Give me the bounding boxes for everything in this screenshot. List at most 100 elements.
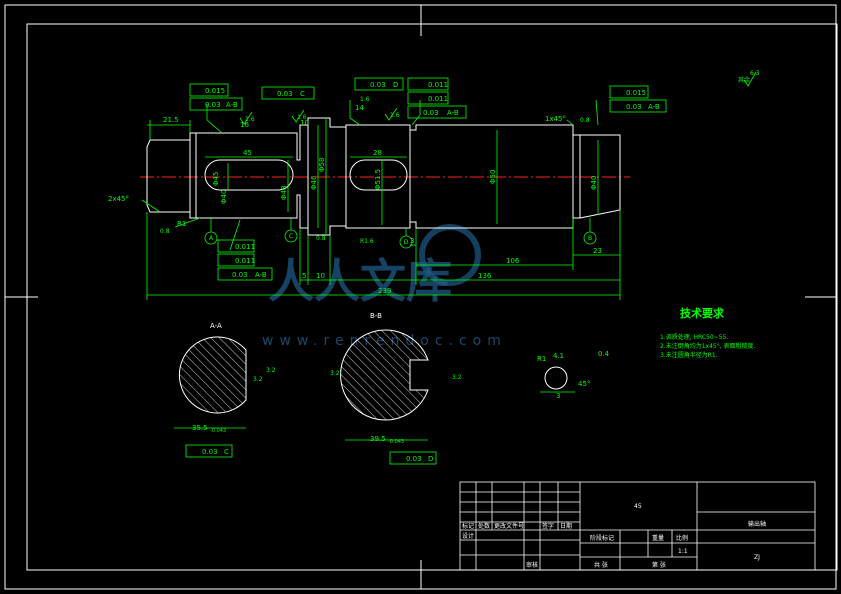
dim-dia40b: Φ40 bbox=[590, 176, 598, 190]
title-block-border bbox=[459, 481, 816, 571]
tol-0011-low: 0.011 bbox=[235, 257, 255, 265]
dimension-texts: 21.5 45 28 5 10 3 106 136 23 239 2x45° 1… bbox=[108, 104, 610, 445]
tb-material: 45 bbox=[634, 503, 642, 510]
dim-r1: R1 bbox=[177, 220, 186, 228]
tol-ab-right: 0.03 bbox=[626, 103, 642, 111]
section-aa-tol: 0.03 bbox=[202, 448, 218, 456]
section-bb-tol: 0.03 bbox=[406, 455, 422, 463]
notes-line-1: 1.调质处理, HRC50~55. bbox=[660, 333, 728, 341]
roughness-symbols bbox=[239, 71, 757, 125]
dim-45deg: 45° bbox=[578, 380, 590, 388]
section-aa-label: A-A bbox=[210, 322, 222, 330]
dim-dia45: Φ45 bbox=[212, 172, 220, 186]
dim-chamfer-left: 2x45° bbox=[108, 195, 129, 203]
detail-circle bbox=[544, 366, 568, 390]
tb-weight-label: 重量 bbox=[652, 534, 664, 542]
fcf-ab-right-box bbox=[609, 99, 667, 113]
tb-header-2: 更改文件号 bbox=[494, 522, 524, 530]
tb-drawing-no: ZJ bbox=[754, 554, 760, 561]
ra-symbol-b bbox=[291, 109, 305, 123]
section-aa-tol-ref: C bbox=[224, 448, 229, 456]
ra-16d: 1.6 bbox=[360, 96, 370, 103]
tol-c-ref: C bbox=[300, 90, 305, 98]
dim-136: 136 bbox=[478, 272, 492, 280]
leader-fcf-mid bbox=[349, 100, 361, 126]
num-10: 10 bbox=[300, 119, 309, 127]
tb-scale-label: 比例 bbox=[676, 534, 688, 542]
dim-355-tol: -0.043 bbox=[210, 428, 226, 434]
sheet-frame bbox=[4, 4, 838, 590]
tol-sym-left-ref: A-B bbox=[226, 101, 238, 109]
tol-c: 0.03 bbox=[277, 90, 293, 98]
dim-395: 39.5 bbox=[370, 435, 386, 443]
keyway-left bbox=[204, 159, 294, 191]
detail-view bbox=[540, 366, 575, 393]
watermark-ring bbox=[419, 224, 481, 286]
tb-sheets: 共 张 bbox=[594, 561, 608, 569]
datum-letters: A C D B bbox=[209, 233, 592, 246]
ra-16e: R1.6 bbox=[360, 238, 374, 245]
fcf-ab-mid-box bbox=[407, 105, 467, 119]
fcf-0011-low-box bbox=[217, 253, 255, 267]
ra-32b: 3.2 bbox=[253, 376, 263, 383]
leader-fcf-left bbox=[206, 104, 223, 134]
tol-ab-mid: 0.03 bbox=[423, 109, 439, 117]
tb-header-1: 处数 bbox=[478, 522, 490, 530]
tb-header-4: 日期 bbox=[560, 522, 572, 530]
fcf-c-box bbox=[261, 86, 315, 100]
notes-line-3: 3.未注圆角半径为R1. bbox=[660, 351, 718, 359]
tol-sym-left: 0.03 bbox=[205, 101, 221, 109]
section-bb-tol-ref: D bbox=[428, 455, 433, 463]
technical-notes: 技术要求 1.调质处理, HRC50~55. 2.未注倒角均为1x45°, 表面… bbox=[660, 306, 756, 359]
section-aa: A-A 0.03 C bbox=[174, 322, 247, 458]
leader-fcf-cyl bbox=[411, 100, 421, 126]
dim-r1b: R1 bbox=[537, 355, 546, 363]
notes-heading: 技术要求 bbox=[680, 306, 725, 320]
fcf-0015-right-box bbox=[609, 85, 649, 99]
fcf-d-box bbox=[354, 77, 404, 91]
datum-d: D bbox=[404, 239, 409, 246]
datum-c: C bbox=[289, 233, 293, 240]
title-block bbox=[459, 481, 816, 571]
dim-dia58: Φ58 bbox=[318, 158, 326, 172]
fcf-sym-left-box bbox=[189, 97, 243, 111]
tol-cyl: 0.011 bbox=[428, 81, 448, 89]
dim-3: 3 bbox=[410, 237, 414, 245]
tol-ab-right-ref: A-B bbox=[648, 103, 660, 111]
fcf-ab-low-box bbox=[217, 267, 273, 281]
fcf-0011-box bbox=[407, 91, 449, 105]
leader-chamfer-left bbox=[141, 199, 161, 213]
ra-16c: 1.6 bbox=[390, 112, 400, 119]
num-16: 16 bbox=[240, 121, 249, 129]
tol-d: 0.03 bbox=[370, 81, 386, 89]
tb-sheet: 第 张 bbox=[652, 561, 666, 569]
num-14: 14 bbox=[355, 104, 364, 112]
leader-chamfer-right bbox=[566, 119, 574, 126]
diameter-texts: Φ58 Φ50 Φ40 Φ40 Φ48 Φ46 Φ51.5 Φ45 bbox=[212, 158, 598, 204]
tb-design: 设计 bbox=[462, 532, 474, 540]
section-bb-label: B-B bbox=[370, 312, 382, 320]
section-bb-fcf bbox=[389, 451, 437, 465]
fcf-texts: 0.015 0.03 A-B 0.03 C 0.03 D 0.011 0.011… bbox=[205, 81, 660, 279]
dim-5: 5 bbox=[302, 272, 306, 280]
tol-0015-left: 0.015 bbox=[205, 87, 225, 95]
datum-symbols bbox=[204, 218, 597, 249]
dim-dia50: Φ50 bbox=[489, 170, 497, 184]
ra-32d: 3.2 bbox=[452, 374, 462, 381]
dim-04: 0.4 bbox=[598, 350, 610, 358]
datum-b: B bbox=[588, 235, 592, 242]
tb-header-0: 标记 bbox=[462, 522, 474, 530]
datum-a: A bbox=[209, 235, 214, 242]
dim-215: 21.5 bbox=[163, 116, 179, 124]
dim-3b: 3 bbox=[556, 392, 560, 400]
tol-ab-low-ref: A-B bbox=[255, 271, 267, 279]
fcf-cyl-low-box bbox=[217, 239, 255, 253]
shaft-outline bbox=[146, 117, 621, 236]
dim-dia515: Φ51.5 bbox=[374, 169, 382, 190]
notes-line-2: 2.未注倒角均为1x45°, 表面粗糙度. bbox=[660, 342, 756, 350]
dim-106: 106 bbox=[506, 257, 520, 265]
dim-dia40a: Φ40 bbox=[220, 190, 228, 204]
tb-stage-label: 阶段标记 bbox=[590, 534, 614, 542]
tol-0015-right: 0.015 bbox=[626, 89, 646, 97]
